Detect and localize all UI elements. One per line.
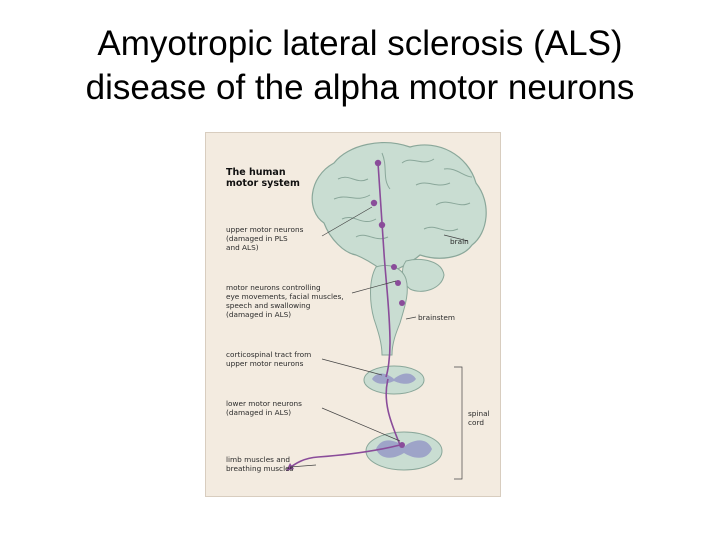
cerebellum-shape	[402, 259, 445, 292]
motor-system-illustration	[286, 142, 487, 480]
lower-motor-neuron-body	[399, 442, 405, 448]
label-limb-muscles: limb muscles and breathing muscles	[226, 455, 294, 473]
label-brainstem-neurons: motor neurons controlling eye movements,…	[226, 283, 344, 319]
label-brain: brain	[450, 237, 469, 246]
diagram-heading: The human motor system	[226, 167, 300, 189]
brainstem-motor-neuron	[391, 264, 397, 270]
slide-title-line-2: disease of the alpha motor neurons	[85, 68, 635, 107]
label-spinal-cord: spinal cord	[468, 409, 490, 427]
slide-title: Amyotropic lateral sclerosis (ALS) disea…	[0, 22, 720, 110]
lower-motor-neuron-path	[287, 378, 402, 470]
label-upper-motor-neurons: upper motor neurons (damaged in PLS and …	[226, 225, 304, 252]
grey-matter-lower	[376, 440, 432, 458]
grey-matter-upper	[372, 373, 416, 384]
upper-motor-neuron-body	[370, 199, 378, 207]
brain-gyri	[333, 152, 473, 240]
label-brainstem: brainstem	[418, 313, 456, 322]
motor-system-diagram: The human motor system upper motor neuro…	[205, 132, 501, 497]
slide-title-line-1: Amyotropic lateral sclerosis (ALS)	[97, 24, 623, 63]
upper-motor-neuron-body	[378, 221, 386, 229]
leader-lines	[289, 206, 469, 480]
brainstem-motor-neuron	[399, 300, 405, 306]
upper-motor-neuron-body	[374, 159, 382, 167]
brainstem-motor-neuron	[395, 280, 401, 286]
brain-shape	[311, 142, 487, 274]
upper-motor-neuron-path	[377, 162, 391, 378]
label-corticospinal-tract: corticospinal tract from upper motor neu…	[226, 350, 312, 368]
label-lower-motor-neurons: lower motor neurons (damaged in ALS)	[226, 399, 302, 417]
